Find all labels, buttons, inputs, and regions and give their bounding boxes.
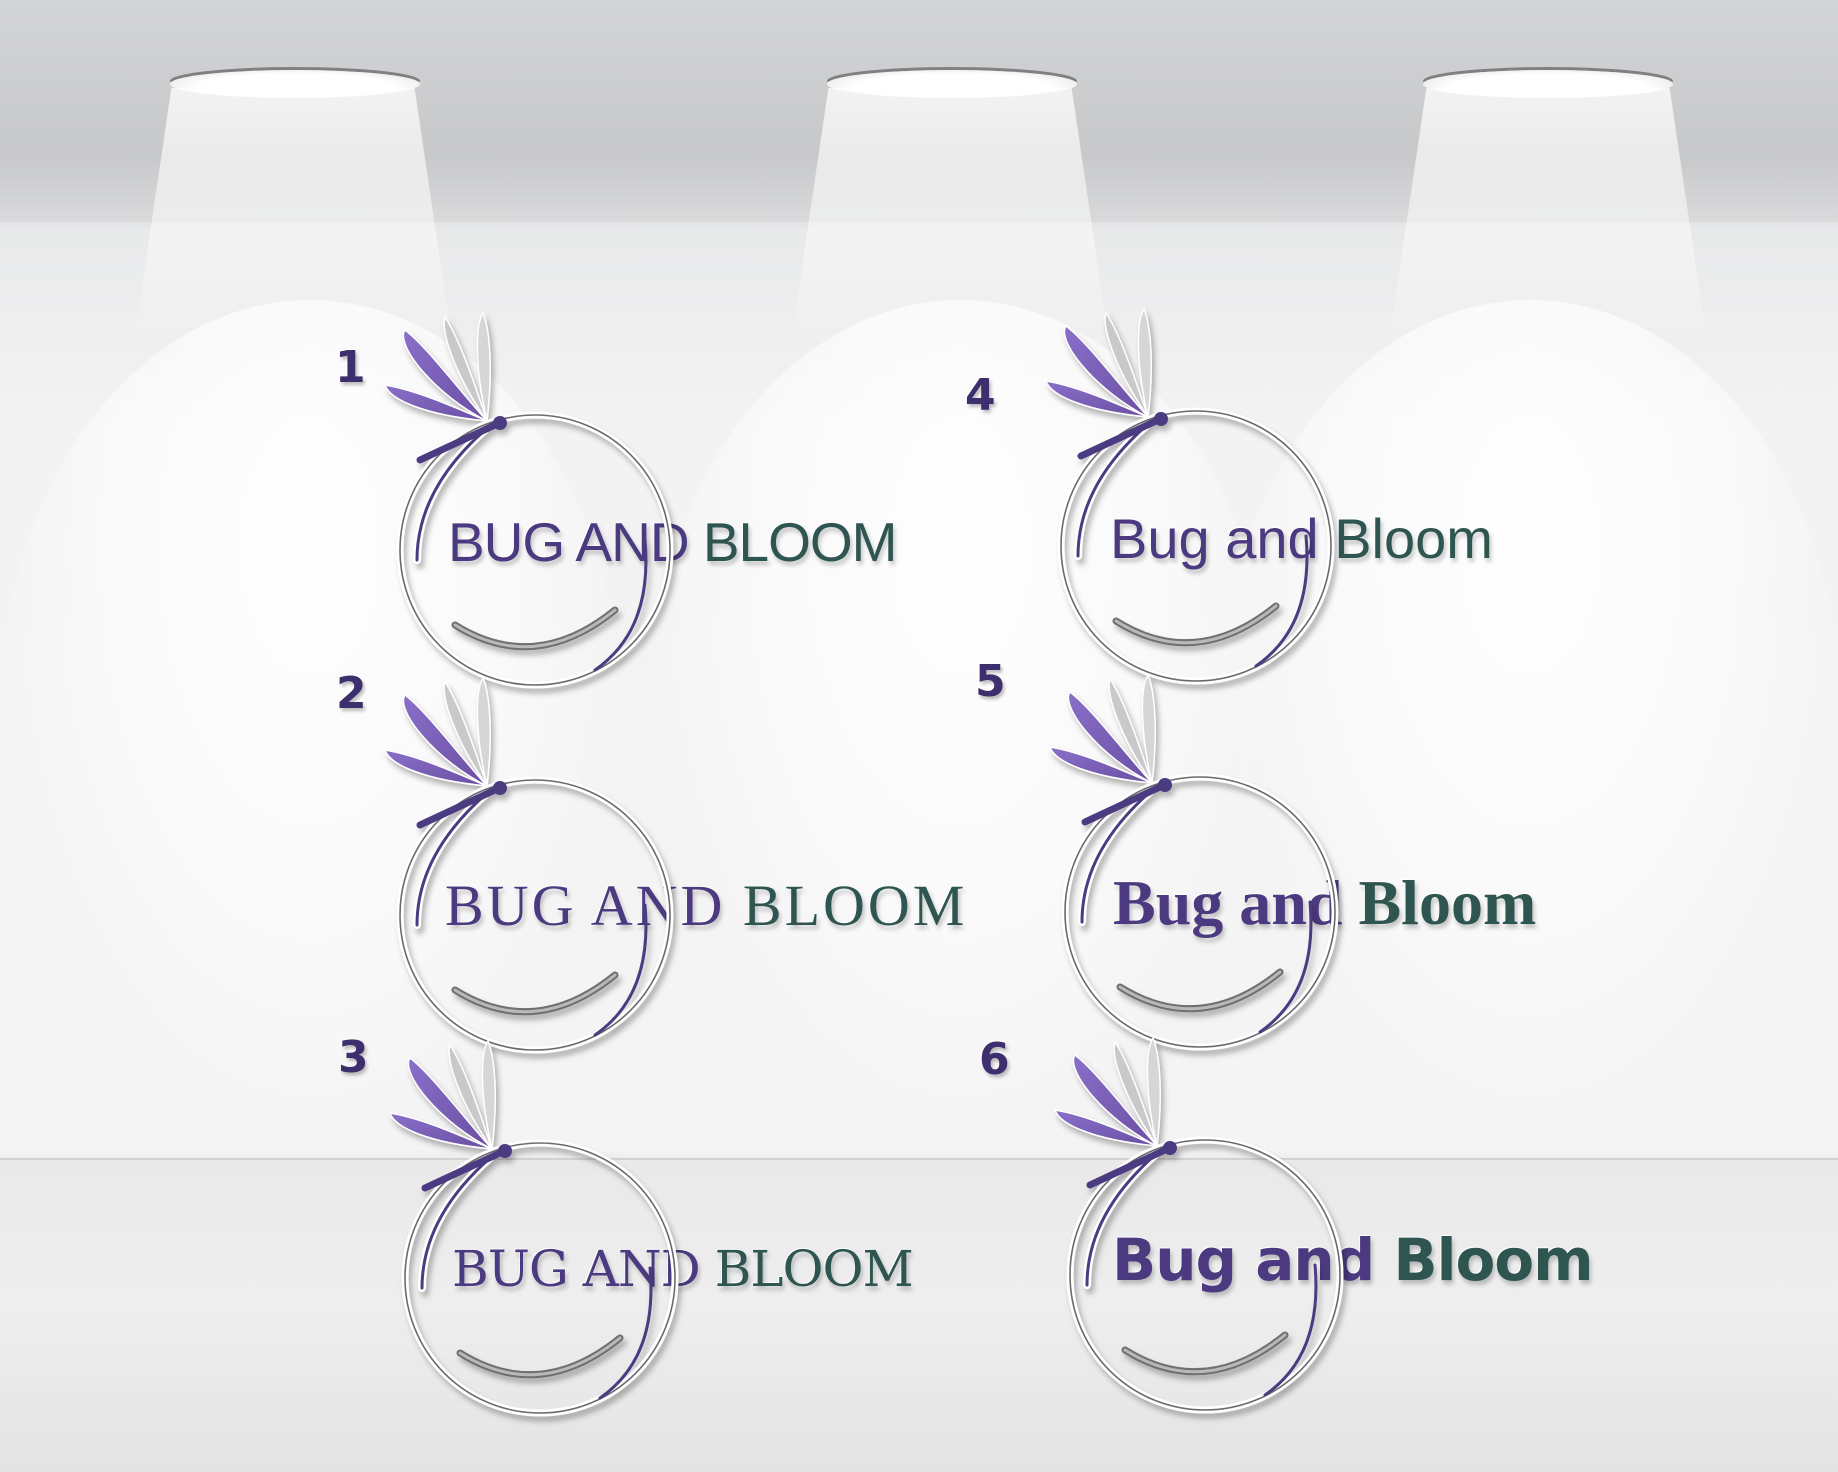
light-glow [650,300,1270,1120]
option-number: 1 [335,342,366,393]
light-glow [1220,300,1838,1120]
wordmark: BUG AND BLOOM [448,511,897,573]
option-number: 6 [979,1034,1010,1085]
option-number: 3 [338,1032,369,1083]
option-number: 4 [965,370,996,421]
wordmark: BUG AND BLOOM [445,873,968,938]
light-glow [0,300,620,1120]
option-number: 2 [336,668,367,719]
wordmark: Bug and Bloom [1113,867,1537,938]
floor-line [0,1158,1838,1160]
option-number: 5 [975,656,1006,707]
wordmark: Bug and Bloom [1112,1226,1594,1294]
wordmark: Bug and Bloom [1110,507,1493,570]
wordmark: BUG AND BLOOM [452,1240,914,1298]
